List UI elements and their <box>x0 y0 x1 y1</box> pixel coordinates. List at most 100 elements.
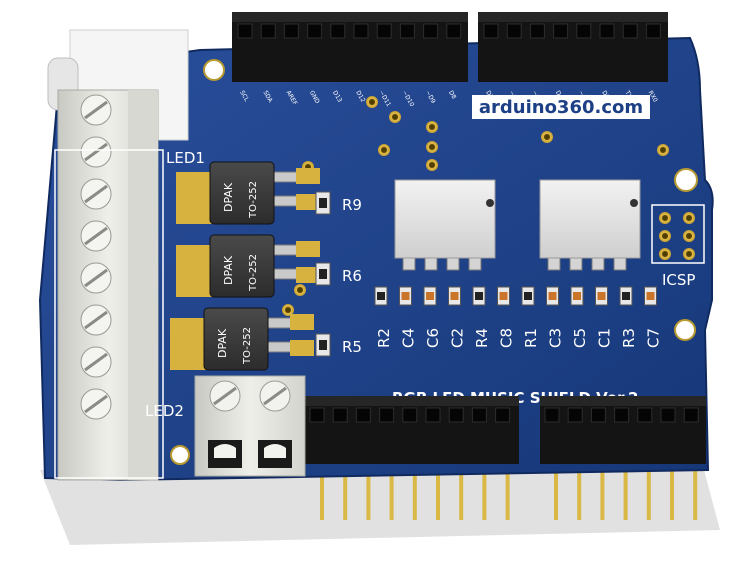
header-socket <box>307 23 323 39</box>
screw-slot <box>84 310 108 330</box>
header-socket <box>399 23 415 39</box>
header-pin <box>366 462 371 520</box>
header-pin <box>577 462 582 520</box>
header-socket <box>330 23 346 39</box>
header-socket <box>590 407 606 423</box>
header-pin-label: D2 <box>600 90 610 101</box>
header-socket <box>529 23 545 39</box>
dpak-package-label: DPAK <box>222 255 235 285</box>
header-socket <box>309 407 325 423</box>
terminal-outline <box>54 149 164 479</box>
header-socket <box>379 407 395 423</box>
stacking-pins <box>320 462 698 520</box>
header-socket <box>495 407 511 423</box>
smd-label: C4 <box>400 328 418 348</box>
icsp-pin <box>683 230 695 242</box>
header-pin <box>459 462 464 520</box>
icsp-header <box>651 204 705 264</box>
header-pin <box>412 462 417 520</box>
header-pin <box>320 462 324 520</box>
screw-slot <box>84 268 108 288</box>
icsp-pin <box>659 248 671 260</box>
lead-pad <box>296 168 320 184</box>
website-label: arduino360.com <box>479 97 643 118</box>
smd-label: C1 <box>596 328 614 348</box>
header-socket <box>544 407 560 423</box>
dpak-type-label: TO-252 <box>248 181 259 219</box>
header-pin <box>623 462 628 520</box>
header-pin <box>505 462 510 520</box>
header-pin-label: D8 <box>447 90 457 101</box>
header-socket <box>353 23 369 39</box>
screw-slot <box>84 100 108 120</box>
screw-terminal-led1 <box>57 89 159 481</box>
via <box>426 121 438 133</box>
mounting-hole <box>674 168 698 192</box>
header-socket <box>645 23 661 39</box>
resistor-label: R5 <box>342 338 362 356</box>
top-header-left <box>232 12 468 82</box>
header-pin-label: D7 <box>484 90 494 101</box>
screw-slot <box>84 184 108 204</box>
smd-label: C5 <box>571 328 589 348</box>
bottom-header-right <box>540 396 706 464</box>
header-socket <box>637 407 653 423</box>
screw-slot <box>84 226 108 246</box>
ic-u2 <box>539 179 641 271</box>
header-socket <box>446 23 462 39</box>
header-socket <box>471 407 487 423</box>
via <box>294 284 306 296</box>
lead-pad <box>296 241 320 257</box>
header-pin <box>693 462 698 520</box>
header-pin <box>389 462 394 520</box>
dpak-body <box>209 161 275 225</box>
screw-slot <box>84 352 108 372</box>
dpak-body <box>203 307 269 371</box>
smd-label: C6 <box>424 328 442 348</box>
header-socket <box>423 23 439 39</box>
screw-terminal-led2 <box>194 375 306 477</box>
icsp-pin <box>659 230 671 242</box>
via <box>541 131 553 143</box>
header-socket <box>483 23 499 39</box>
via <box>657 144 669 156</box>
led1-label: LED1 <box>166 149 205 167</box>
header-socket <box>599 23 615 39</box>
header-pin <box>646 462 651 520</box>
via <box>389 111 401 123</box>
lead-pad <box>290 340 314 356</box>
icsp-pin <box>683 212 695 224</box>
header-socket <box>660 407 676 423</box>
smd-label: C7 <box>645 328 663 348</box>
via <box>282 304 294 316</box>
icsp-pin <box>659 212 671 224</box>
header-pin <box>436 462 440 520</box>
smd-label: C3 <box>547 328 565 348</box>
icsp-label: ICSP <box>662 271 695 289</box>
dpak-body <box>209 234 275 298</box>
header-socket <box>260 23 276 39</box>
dpak-type-label: TO-252 <box>242 327 253 365</box>
resistor-label: R6 <box>342 267 362 285</box>
header-socket <box>402 407 418 423</box>
header-pin <box>670 462 674 520</box>
dpak-package-label: DPAK <box>222 182 235 212</box>
lead-pad <box>290 314 314 330</box>
header-socket <box>355 407 371 423</box>
website-label-bg <box>472 95 650 119</box>
mounting-hole <box>170 445 190 465</box>
resistor-label: R9 <box>342 196 362 214</box>
smd-label: R2 <box>375 328 393 348</box>
header-socket <box>683 407 699 423</box>
header-socket <box>283 23 299 39</box>
smd-label: R1 <box>522 328 540 348</box>
icsp-pin <box>683 248 695 260</box>
header-pin <box>482 462 487 520</box>
mounting-hole <box>203 59 225 81</box>
smd-label: C2 <box>449 328 467 348</box>
header-socket <box>614 407 630 423</box>
header-socket <box>332 407 348 423</box>
